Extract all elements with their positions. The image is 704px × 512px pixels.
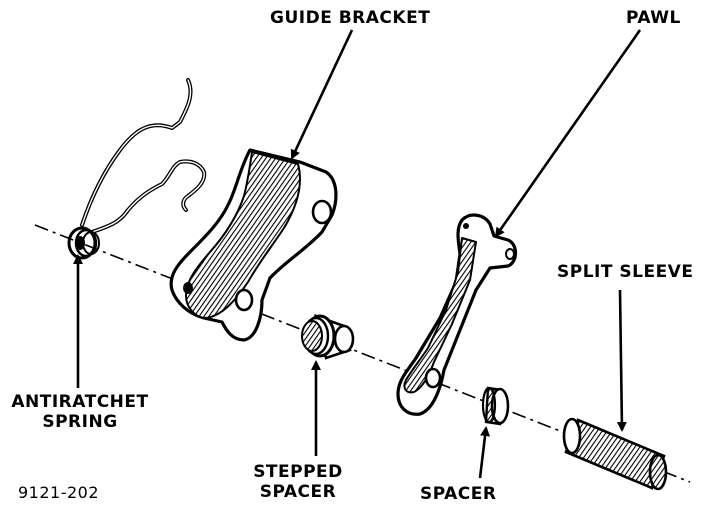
spacer-part (481, 386, 510, 426)
leader-arrows (73, 29, 642, 479)
split-sleeve-label: SPLIT SLEEVE (557, 262, 694, 282)
figure-number: 9121-202 (18, 483, 100, 502)
guide-bracket-part (169, 148, 338, 342)
guide-bracket-label: GUIDE BRACKET (270, 8, 431, 28)
spacer-arrow (478, 426, 491, 479)
stepped-spacer-label: STEPPED SPACER (248, 462, 348, 502)
stepped-spacer-part (301, 313, 355, 360)
split-sleeve-arrow (616, 289, 627, 432)
pawl-label: PAWL (626, 8, 681, 28)
split-sleeve-part (562, 417, 668, 491)
antiratchet-spring-label-line2: SPRING (42, 412, 118, 432)
stepped-spacer-label-line1: STEPPED (253, 462, 343, 482)
antiratchet-spring-label-line1: ANTIRATCHET (11, 392, 149, 412)
guide-bracket-arrow (290, 29, 354, 160)
antiratchet-spring-label: ANTIRATCHET SPRING (8, 392, 152, 432)
pawl-part (396, 213, 518, 416)
pawl-arrow (494, 29, 642, 238)
antiratchet-spring-part (67, 78, 207, 260)
spacer-label: SPACER (420, 484, 497, 504)
stepped-spacer-label-line2: SPACER (259, 482, 337, 502)
